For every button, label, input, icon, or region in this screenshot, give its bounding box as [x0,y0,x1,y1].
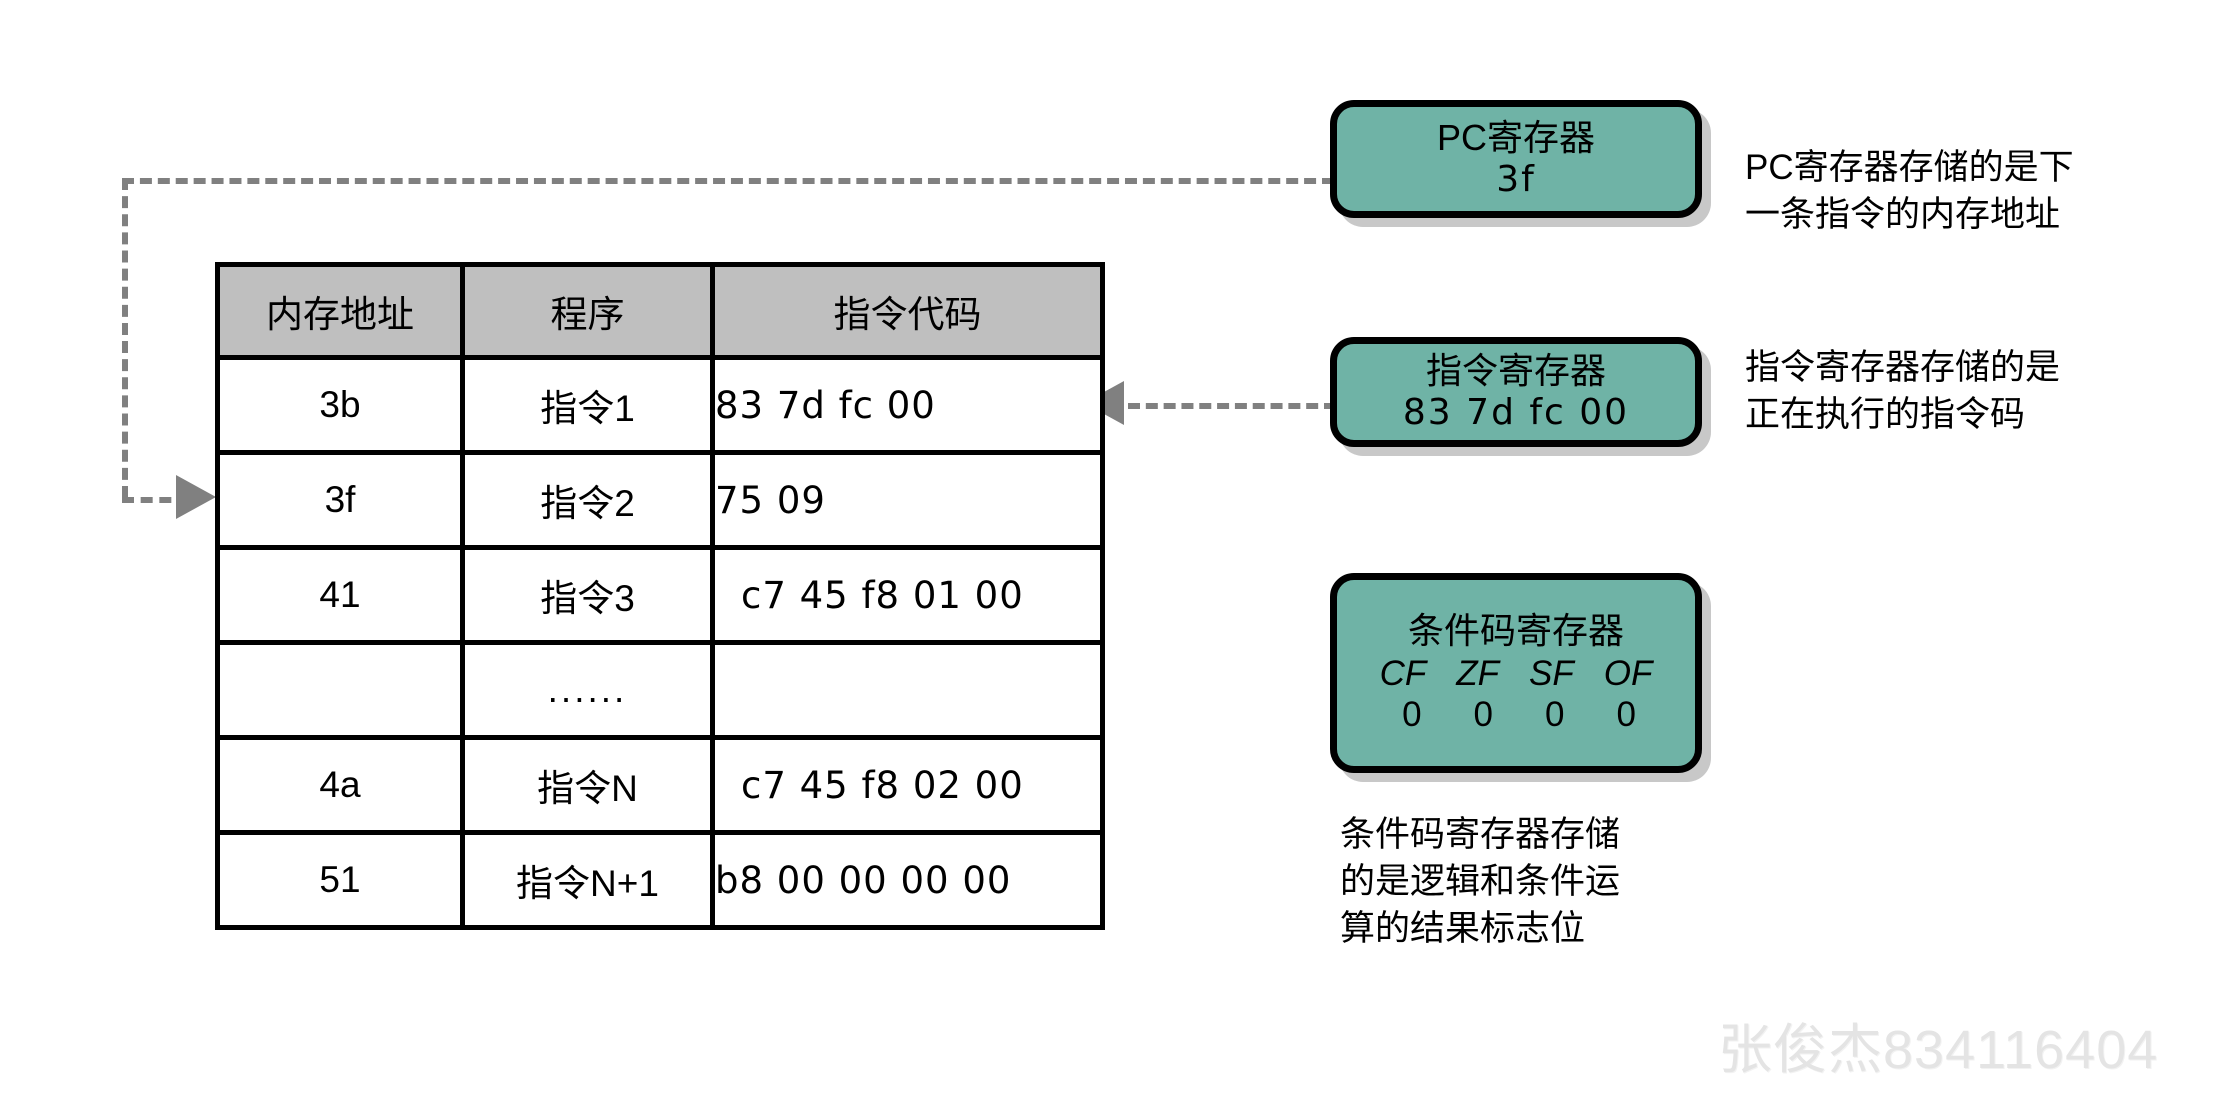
flag-name-sf: SF [1529,653,1574,693]
flag-value-of: 0 [1616,695,1636,735]
table-row: 3f 指令2 75 09 [215,450,1105,550]
pc-connector-arrowhead-icon [176,475,216,519]
table-row: 4a 指令N c7 45 f8 02 00 [215,735,1105,835]
ir-connector-segment [1128,403,1336,409]
cell-instruction-code: c7 45 f8 01 00 [710,545,1105,645]
instruction-register-title: 指令寄存器 [1425,349,1606,391]
flag-value-sf: 0 [1545,695,1565,735]
pc-connector-left-segment [122,178,128,498]
flag-value-cf: 0 [1402,695,1422,735]
pc-register-annotation: PC寄存器存储的是下 一条指令的内存地址 [1745,148,2074,234]
cell-program: 指令2 [460,450,715,550]
condition-code-register-box: 条件码寄存器 CF ZF SF OF 0 0 0 0 [1330,573,1702,773]
condition-code-register-annotation: 条件码寄存器存储 的是逻辑和条件运 算的结果标志位 [1340,815,1621,948]
cell-program: 指令3 [460,545,715,645]
condition-code-register-title: 条件码寄存器 [1407,610,1624,652]
cell-address: 51 [215,830,465,930]
memory-table-header-row: 内存地址 程序 指令代码 [215,262,1105,360]
pc-connector-bottom-segment [122,497,190,503]
cell-instruction-code: c7 45 f8 02 00 [710,735,1105,835]
cell-instruction-code: 75 09 [710,450,1105,550]
cell-address: 3f [215,450,465,550]
watermark: 张俊杰834116404 [1718,1020,2159,1080]
cell-instruction-code: 83 7d fc 00 [710,355,1105,455]
column-header-program: 程序 [460,262,715,360]
cell-address: 41 [215,545,465,645]
condition-code-flag-names: CF ZF SF OF [1380,653,1653,694]
cell-program: 指令N+1 [460,830,715,930]
pc-register-value: 3f [1496,159,1536,200]
flag-name-cf: CF [1379,653,1427,693]
table-row-ellipsis: ...... [215,640,1105,740]
table-row: 3b 指令1 83 7d fc 00 [215,355,1105,455]
table-row: 51 指令N+1 b8 00 00 00 00 [215,830,1105,930]
column-header-address: 内存地址 [215,262,465,360]
pc-register-title: PC寄存器 [1436,116,1595,158]
cell-address [215,640,465,740]
instruction-register-box: 指令寄存器 83 7d fc 00 [1330,337,1702,447]
cell-instruction-code: b8 00 00 00 00 [710,830,1105,930]
cell-program: 指令N [460,735,715,835]
pc-connector-top-segment [122,178,1334,184]
cell-address: 4a [215,735,465,835]
flag-name-of: OF [1603,653,1653,693]
instruction-register-annotation: 指令寄存器存储的是 正在执行的指令码 [1745,348,2061,434]
condition-code-flag-values: 0 0 0 0 [1396,694,1636,735]
column-header-instruction-code: 指令代码 [710,262,1105,360]
cell-program-ellipsis: ...... [460,640,715,740]
pc-register-box: PC寄存器 3f [1330,100,1702,218]
cell-address: 3b [215,355,465,455]
instruction-register-value: 83 7d fc 00 [1402,392,1630,433]
flag-name-zf: ZF [1456,653,1500,693]
cell-program: 指令1 [460,355,715,455]
memory-table: 内存地址 程序 指令代码 3b 指令1 83 7d fc 00 3f 指令2 7… [215,262,1105,930]
flag-value-zf: 0 [1473,695,1493,735]
cell-instruction-code [710,640,1105,740]
table-row: 41 指令3 c7 45 f8 01 00 [215,545,1105,645]
